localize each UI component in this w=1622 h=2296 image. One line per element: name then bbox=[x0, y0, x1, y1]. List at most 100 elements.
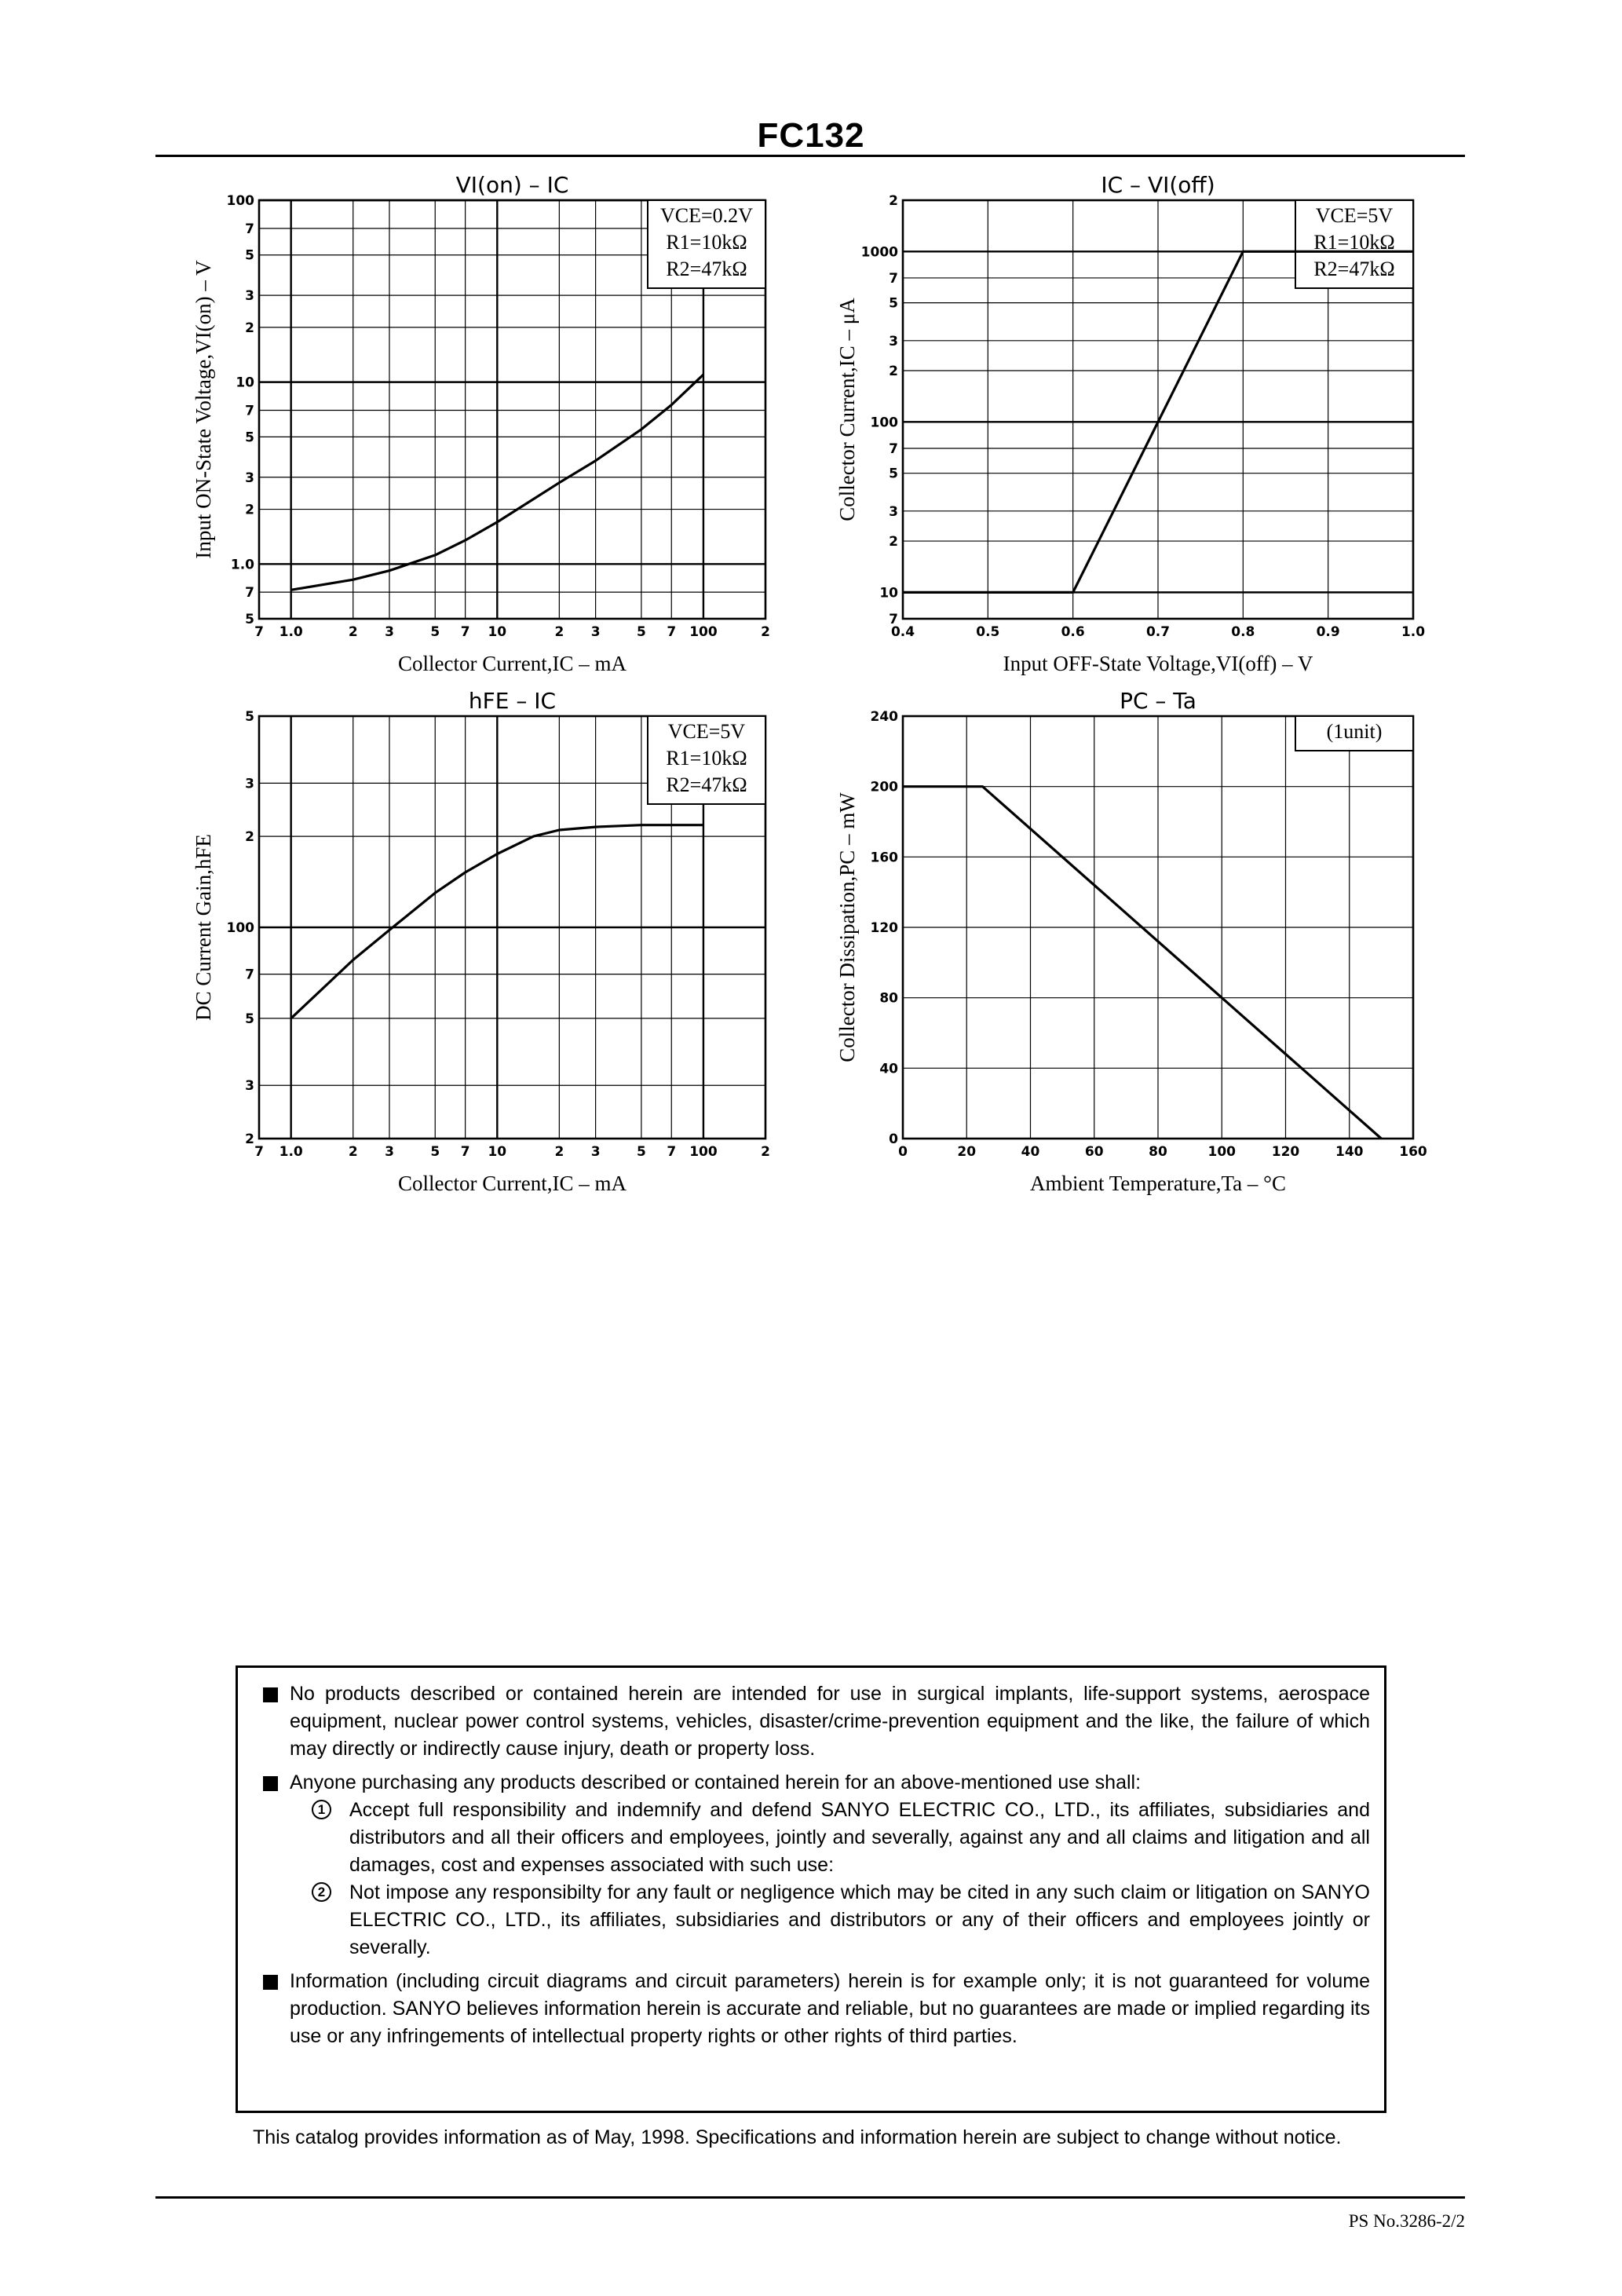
x-tick-label: 0.8 bbox=[1231, 624, 1255, 640]
x-axis-label: Ambient Temperature,Ta – °C bbox=[1030, 1172, 1286, 1195]
x-tick-label: 100 bbox=[689, 624, 718, 640]
x-tick-label: 7 bbox=[461, 624, 470, 640]
y-axis-label: Collector Current,IC – μA bbox=[835, 298, 859, 521]
y-tick-label: 2 bbox=[245, 320, 254, 336]
disclaimer-subitem: 2 Not impose any responsibilty for any f… bbox=[312, 1879, 1370, 1961]
y-tick-label: 2 bbox=[245, 1132, 254, 1147]
y-tick-label: 2 bbox=[889, 364, 898, 379]
x-tick-label: 2 bbox=[349, 624, 358, 640]
plot-frame bbox=[258, 199, 767, 620]
chart-title: PC – Ta bbox=[1120, 688, 1196, 714]
x-tick-label: 1.0 bbox=[1401, 624, 1425, 640]
x-tick-label: 0.7 bbox=[1146, 624, 1170, 640]
disclaimer-text: Anyone purchasing any products described… bbox=[290, 1771, 1142, 1793]
y-axis-label: Collector Dissipation,PC – mW bbox=[835, 792, 859, 1062]
conditions-box bbox=[647, 715, 766, 805]
y-axis-label: Input ON-State Voltage,VI(on) – V bbox=[192, 260, 215, 559]
condition-label: VCE=5V bbox=[668, 720, 746, 743]
y-tick-label: 80 bbox=[879, 991, 898, 1007]
y-tick-label: 7 bbox=[245, 967, 254, 983]
y-tick-label: 40 bbox=[879, 1061, 898, 1077]
chart-title: VI(on) – IC bbox=[456, 172, 569, 198]
condition-label: VCE=5V bbox=[1316, 204, 1394, 227]
disclaimer-item: Information (including circuit diagrams … bbox=[263, 1968, 1370, 2050]
square-bullet-icon bbox=[263, 1776, 278, 1791]
catalog-notice: This catalog provides information as of … bbox=[253, 2126, 1342, 2148]
bottom-rule bbox=[155, 2196, 1465, 2199]
y-tick-label: 240 bbox=[871, 709, 899, 725]
x-tick-label: 3 bbox=[591, 1144, 601, 1160]
y-tick-label: 5 bbox=[245, 709, 254, 725]
y-tick-label: 5 bbox=[245, 612, 254, 627]
condition-label: (1unit) bbox=[1327, 720, 1383, 743]
disclaimer-item: Anyone purchasing any products described… bbox=[263, 1769, 1370, 1961]
x-tick-label: 3 bbox=[591, 624, 601, 640]
x-tick-label: 120 bbox=[1272, 1144, 1300, 1160]
x-tick-label: 140 bbox=[1335, 1144, 1364, 1160]
x-tick-label: 3 bbox=[385, 624, 394, 640]
x-tick-label: 80 bbox=[1149, 1144, 1167, 1160]
y-tick-label: 3 bbox=[245, 776, 254, 792]
condition-label: R2=47kΩ bbox=[1313, 258, 1394, 280]
condition-label: VCE=0.2V bbox=[660, 204, 753, 227]
plot-frame bbox=[901, 199, 1415, 620]
x-tick-label: 2 bbox=[554, 1144, 564, 1160]
disclaimer-text: Information (including circuit diagrams … bbox=[290, 1970, 1370, 2047]
x-tick-label: 3 bbox=[385, 1144, 394, 1160]
x-tick-label: 5 bbox=[430, 624, 440, 640]
y-tick-label: 10 bbox=[879, 585, 898, 601]
x-tick-label: 2 bbox=[349, 1144, 358, 1160]
x-tick-label: 5 bbox=[637, 624, 646, 640]
y-axis-label: DC Current Gain,hFE bbox=[192, 834, 215, 1021]
x-tick-label: 0.5 bbox=[976, 624, 999, 640]
page-title: FC132 bbox=[757, 116, 865, 155]
y-tick-label: 3 bbox=[245, 470, 254, 486]
x-axis-label: Input OFF-State Voltage,VI(off) – V bbox=[1003, 652, 1313, 675]
square-bullet-icon bbox=[263, 1687, 278, 1702]
y-tick-label: 7 bbox=[889, 441, 898, 457]
x-tick-label: 160 bbox=[1399, 1144, 1427, 1160]
y-tick-label: 3 bbox=[889, 334, 898, 349]
disclaimer-subitem: 1 Accept full responsibility and indemni… bbox=[312, 1797, 1370, 1879]
y-tick-label: 100 bbox=[871, 415, 899, 430]
page-footer: PS No.3286-2/2 bbox=[1348, 2211, 1465, 2231]
y-tick-label: 0 bbox=[889, 1132, 898, 1147]
condition-label: R2=47kΩ bbox=[666, 258, 747, 280]
disclaimer-box: No products described or contained herei… bbox=[236, 1665, 1386, 2113]
condition-label: R2=47kΩ bbox=[666, 773, 747, 796]
y-tick-label: 3 bbox=[245, 1078, 254, 1094]
y-tick-label: 7 bbox=[245, 221, 254, 237]
y-tick-label: 2 bbox=[245, 503, 254, 518]
conditions-box bbox=[1295, 199, 1414, 289]
circled-number-icon: 2 bbox=[312, 1882, 331, 1902]
data-curve bbox=[903, 250, 1413, 594]
y-tick-label: 1.0 bbox=[231, 557, 254, 572]
y-tick-label: 5 bbox=[245, 1011, 254, 1027]
x-tick-label: 7 bbox=[461, 1144, 470, 1160]
y-tick-label: 7 bbox=[245, 404, 254, 419]
data-curve bbox=[290, 824, 703, 1020]
y-tick-label: 100 bbox=[227, 920, 255, 936]
x-tick-label: 0.9 bbox=[1317, 624, 1340, 640]
x-tick-label: 0.6 bbox=[1061, 624, 1085, 640]
conditions-box bbox=[647, 199, 766, 289]
x-tick-label: 0.4 bbox=[891, 624, 915, 640]
top-rule bbox=[155, 155, 1465, 157]
chart-title: IC – VI(off) bbox=[1101, 172, 1215, 198]
x-tick-label: 5 bbox=[637, 1144, 646, 1160]
x-tick-label: 7 bbox=[667, 624, 676, 640]
x-tick-label: 0 bbox=[898, 1144, 908, 1160]
disclaimer-item: No products described or contained herei… bbox=[263, 1680, 1370, 1763]
data-curve bbox=[290, 373, 705, 591]
y-tick-label: 100 bbox=[227, 193, 255, 209]
y-tick-label: 1000 bbox=[861, 244, 898, 260]
y-tick-label: 5 bbox=[889, 466, 898, 482]
conditions-box bbox=[1295, 715, 1414, 751]
plot-frame bbox=[258, 715, 767, 1140]
x-tick-label: 7 bbox=[667, 1144, 676, 1160]
y-tick-label: 7 bbox=[889, 271, 898, 287]
y-tick-label: 5 bbox=[245, 248, 254, 264]
y-tick-label: 3 bbox=[245, 288, 254, 304]
plot-frame bbox=[901, 715, 1415, 1140]
